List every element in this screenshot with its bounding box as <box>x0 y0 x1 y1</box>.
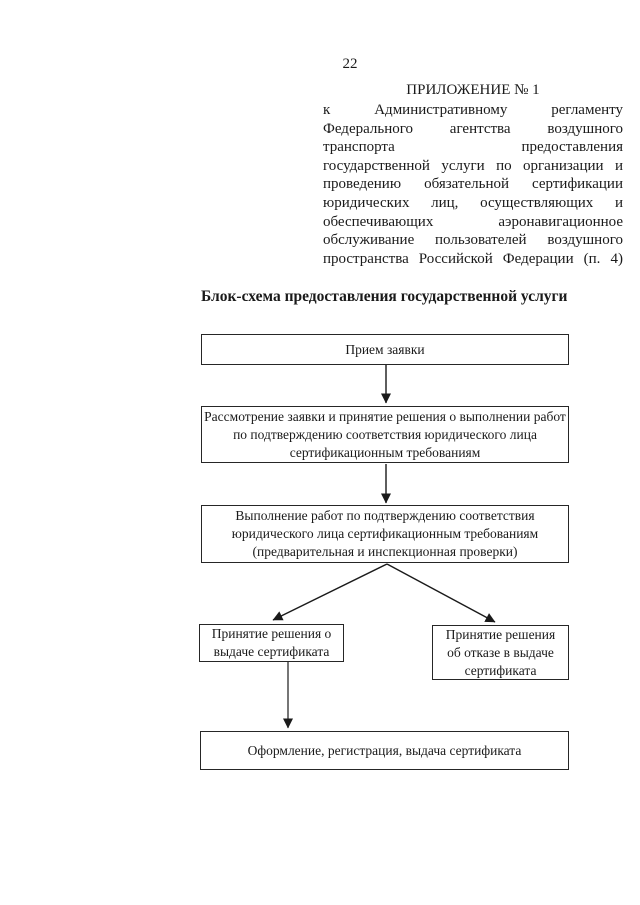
box-text-line: Выполнение работ по подтверждению соотве… <box>235 508 535 523</box>
appendix-line: пространства Российской Федерации (п. 4) <box>323 250 623 267</box>
box-text-line: Рассмотрение заявки и принятие решения о… <box>204 408 566 424</box>
appendix-line: обслуживание пользователей воздушного <box>323 232 623 249</box>
arrow-works-to-issue-decision <box>272 563 388 621</box>
box-text-line: об отказе в выдаче <box>447 644 554 660</box>
box-text-line: Принятие решения <box>445 626 556 642</box>
flowchart-box-review-application: Рассмотрение заявки и принятие решения о… <box>201 406 569 463</box>
box-text-line: сертификационным требованиям <box>289 444 481 460</box>
box-text-line: (предварительная и инспекционная проверк… <box>252 544 518 559</box>
flowchart-box-accept-application: Прием заявки <box>201 334 569 365</box>
appendix-block: ПРИЛОЖЕНИЕ № 1 к Административному регла… <box>323 81 623 268</box>
page-number: 22 <box>342 56 358 72</box>
appendix-line: юридических лиц, осуществляющих и <box>323 194 623 211</box>
flowchart-box-perform-works: Выполнение работ по подтверждению соотве… <box>201 505 569 563</box>
box-text-line: по подтверждению соответствия юридическо… <box>233 426 537 442</box>
appendix-line: обеспечивающих аэронавигационное <box>323 213 623 230</box>
appendix-line: государственной услуги по организации и <box>323 157 623 174</box>
box-text-line: выдаче сертификата <box>213 644 330 659</box>
box-text-line: сертификата <box>464 662 537 678</box>
arrow-works-to-refuse-decision <box>386 563 496 623</box>
flowchart-box-decision-refuse: Принятие решения об отказе в выдаче серт… <box>432 625 569 680</box>
appendix-line: к Административному регламенту <box>323 102 623 118</box>
flowchart-box-issue-certificate: Оформление, регистрация, выдача сертифик… <box>200 731 569 770</box>
flowchart-box-decision-issue: Принятие решения о выдаче сертификата <box>199 624 344 662</box>
diagram-title: Блок-схема предоставления государственно… <box>201 288 568 305</box>
appendix-line: транспорта предоставления <box>323 139 623 156</box>
appendix-line: Федерального агентства воздушного <box>323 120 623 137</box>
appendix-line: проведению обязательной сертификации <box>323 176 623 193</box>
box-text-line: Оформление, регистрация, выдача сертифик… <box>247 742 522 758</box>
box-text-line: Принятие решения о <box>211 626 332 641</box>
appendix-heading: ПРИЛОЖЕНИЕ № 1 <box>406 82 540 98</box>
box-text-line: юридического лица сертификационным требо… <box>231 526 539 541</box>
box-text-line: Прием заявки <box>345 341 425 357</box>
